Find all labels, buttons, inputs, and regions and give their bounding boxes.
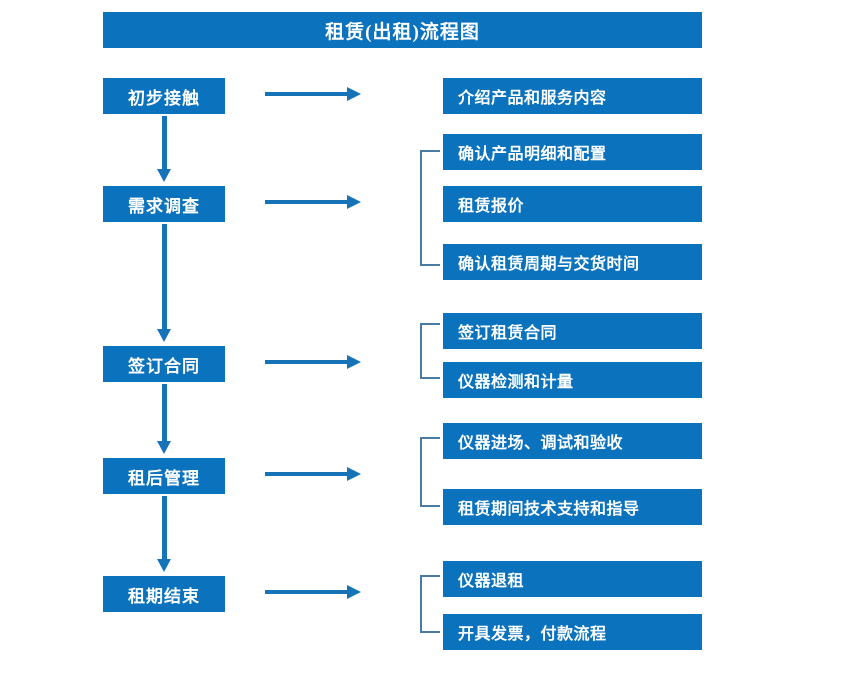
arrow-head-right-icon <box>347 87 361 101</box>
bracket-group-aftercare <box>420 437 440 507</box>
arrow-shaft <box>162 224 167 330</box>
detail-box-yiqituizu[interactable]: 仪器退租 <box>443 561 702 597</box>
arrow-head-right-icon <box>347 467 361 481</box>
flow-arrow-requirements-to-contract <box>157 224 171 342</box>
detail-box-jishuzhichi[interactable]: 租赁期间技术支持和指导 <box>443 489 702 525</box>
arrow-head-down-icon <box>157 441 171 454</box>
arrow-shaft <box>162 496 167 560</box>
detail-arrow-intro <box>265 87 361 101</box>
arrow-head-right-icon <box>347 355 361 369</box>
detail-box-yiqijiance[interactable]: 仪器检测和计量 <box>443 362 702 398</box>
detail-box-querenzhouqi[interactable]: 确认租赁周期与交货时间 <box>443 244 702 280</box>
arrow-shaft <box>265 360 348 364</box>
stage-box-chubujiechu[interactable]: 初步接触 <box>103 78 225 114</box>
arrow-shaft <box>265 200 348 204</box>
stage-box-zuhouguanli[interactable]: 租后管理 <box>103 458 225 494</box>
detail-arrow-requirements <box>265 195 361 209</box>
bracket-group-contract <box>420 323 440 379</box>
stage-box-qiandinghetong[interactable]: 签订合同 <box>103 346 225 382</box>
detail-box-querenchanpin[interactable]: 确认产品明细和配置 <box>443 134 702 170</box>
flow-arrow-contract-to-aftercare <box>157 384 171 454</box>
detail-box-zulinbaojia[interactable]: 租赁报价 <box>443 186 702 222</box>
flow-arrow-aftercare-to-endlease <box>157 496 171 572</box>
bracket-group-endlease <box>420 575 440 633</box>
arrow-head-down-icon <box>157 329 171 342</box>
stage-box-xuqiudiaocha[interactable]: 需求调查 <box>103 186 225 222</box>
arrow-head-right-icon <box>347 585 361 599</box>
arrow-shaft <box>162 384 167 442</box>
detail-box-yiqijinchang[interactable]: 仪器进场、调试和验收 <box>443 423 702 459</box>
flow-arrow-contact-to-requirements <box>157 116 171 182</box>
arrow-shaft <box>162 116 167 170</box>
bracket-group-requirements <box>420 150 440 266</box>
arrow-head-down-icon <box>157 169 171 182</box>
arrow-shaft <box>265 590 348 594</box>
arrow-shaft <box>265 472 348 476</box>
arrow-head-right-icon <box>347 195 361 209</box>
arrow-shaft <box>265 92 348 96</box>
detail-box-jieshaochanpin[interactable]: 介绍产品和服务内容 <box>443 78 702 114</box>
detail-arrow-aftercare <box>265 467 361 481</box>
detail-box-qiandingzulin[interactable]: 签订租赁合同 <box>443 313 702 349</box>
detail-arrow-endlease <box>265 585 361 599</box>
page-title: 租赁(出租)流程图 <box>103 12 702 48</box>
detail-arrow-contract <box>265 355 361 369</box>
arrow-head-down-icon <box>157 559 171 572</box>
detail-box-kaijufapiao[interactable]: 开具发票，付款流程 <box>443 614 702 650</box>
stage-box-zuqijieshu[interactable]: 租期结束 <box>103 576 225 612</box>
